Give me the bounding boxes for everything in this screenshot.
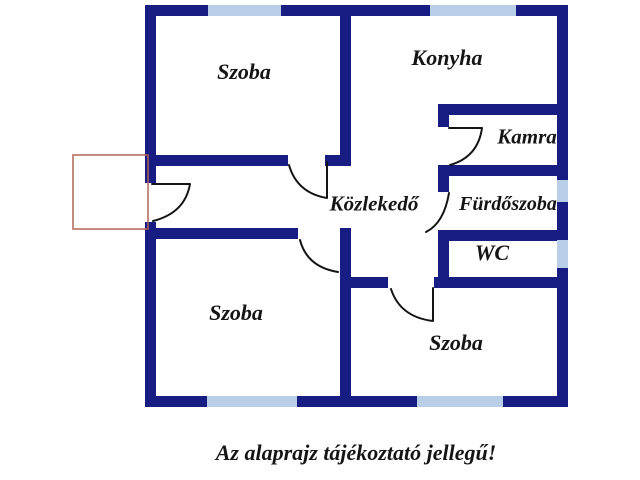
- window-wc-right: [557, 240, 568, 268]
- window-segments: [207, 5, 568, 407]
- wall-kamra-top: [438, 104, 568, 115]
- interior-walls: [145, 5, 568, 407]
- exterior-walls: [145, 5, 568, 407]
- window-kitchen-top: [430, 5, 516, 16]
- window-room3-bottom: [417, 396, 503, 407]
- room1-door-arc: [288, 161, 328, 199]
- wall-kamra-bath: [438, 165, 568, 176]
- window-bathroom-right: [557, 180, 568, 202]
- wall-room3-top-right: [434, 277, 568, 288]
- wall-bath-column-a: [438, 104, 449, 127]
- wall-room1-kitchen: [340, 5, 351, 166]
- wall-bottom: [145, 396, 568, 407]
- bathroom-door-arc: [425, 192, 450, 233]
- wall-bath-wc: [438, 230, 568, 241]
- room-label-wc: WC: [474, 240, 510, 265]
- wall-left-lower: [145, 222, 156, 407]
- window-room1-top: [208, 5, 281, 16]
- wall-room3-top-left: [351, 277, 388, 288]
- wall-hall-room2: [145, 228, 298, 239]
- wall-bath-column-b: [438, 165, 449, 192]
- room-label-szoba-bottom-right: Szoba: [429, 330, 483, 355]
- room2-door-arc: [299, 239, 339, 273]
- room-label-szoba-top-left: Szoba: [217, 59, 271, 84]
- room-label-konyha: Konyha: [411, 45, 483, 70]
- entrance-door-arc: [151, 183, 191, 222]
- room-label-szoba-bottom-left: Szoba: [209, 300, 263, 325]
- room-label-kozlekedo: Közlekedő: [329, 191, 419, 216]
- wall-room2-room3: [340, 228, 351, 407]
- wall-stub-hall: [325, 155, 351, 166]
- room-label-kamra: Kamra: [497, 124, 557, 149]
- window-room2-bottom: [207, 396, 297, 407]
- room-label-furdoszoba: Fürdőszoba: [459, 193, 557, 215]
- door-swings: [151, 127, 483, 322]
- wall-right: [557, 5, 568, 407]
- wall-room1-hall: [145, 155, 288, 166]
- wall-top: [145, 5, 568, 16]
- kamra-door-arc: [448, 127, 483, 166]
- disclaimer-caption: Az alaprajz tájékoztató jellegű!: [215, 440, 497, 465]
- wall-bath-column-c: [438, 232, 449, 288]
- room3-door-arc: [390, 287, 434, 322]
- wall-left-upper: [145, 5, 156, 183]
- porch-outline: [72, 154, 149, 230]
